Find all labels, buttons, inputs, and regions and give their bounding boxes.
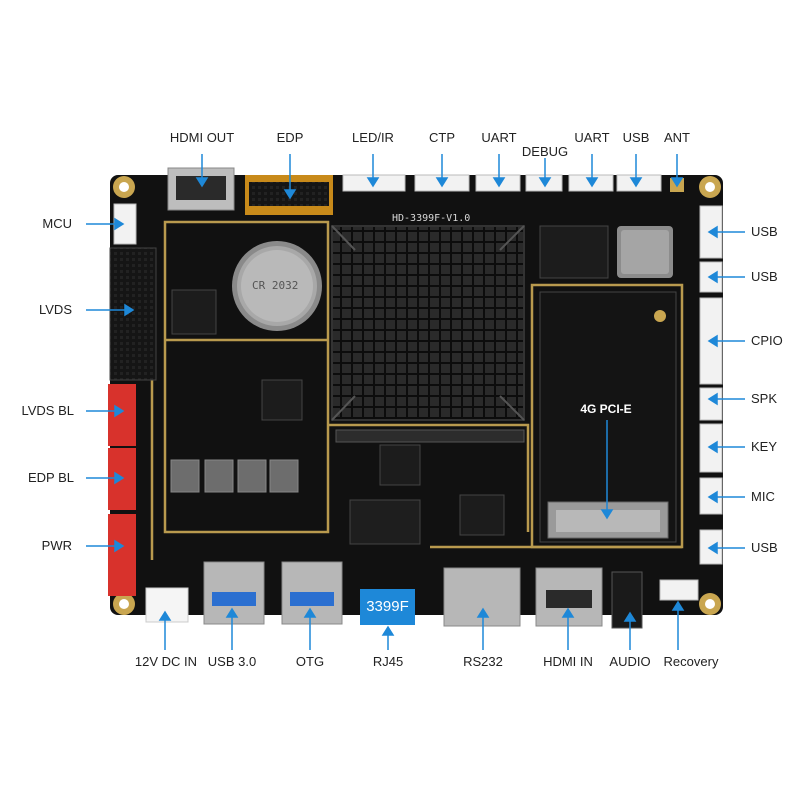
label-usb-3: USB 3.0 — [207, 654, 257, 669]
label-lvds: LVDS — [39, 302, 72, 317]
label-usb-right-3: USB — [751, 540, 778, 555]
heatsink — [331, 225, 525, 421]
label-pwr: PWR — [41, 538, 72, 553]
inductors — [170, 459, 299, 493]
left-connectors — [108, 203, 157, 596]
label-uart-2: UART — [574, 130, 610, 145]
mounting-holes — [113, 176, 721, 615]
chip-badge: 3399F — [360, 589, 415, 625]
label-12v-dc-in: 12V DC IN — [134, 654, 198, 669]
label-spk: SPK — [751, 391, 778, 406]
callout-lines — [86, 154, 745, 650]
label-ctp: CTP — [429, 130, 455, 145]
label-led-ir: LED/IR — [352, 130, 394, 145]
label-rj45: RJ45 — [372, 654, 404, 669]
label-edp-bl: EDP BL — [27, 470, 74, 485]
label-debug: DEBUG — [521, 144, 569, 159]
board-model-silkscreen: HD-3399F-V1.0 — [392, 213, 471, 224]
label-edp: EDP — [276, 130, 304, 145]
label-recovery: Recovery — [663, 654, 719, 669]
battery-label: CR 2032 — [252, 279, 299, 292]
memory-chip — [539, 225, 609, 279]
label-key: KEY — [751, 439, 778, 454]
top-connectors — [167, 167, 684, 215]
gold-traces — [150, 220, 684, 560]
label-uart-1: UART — [481, 130, 517, 145]
coin-battery — [232, 241, 322, 331]
pcie-slot-label: 4G PCI-E — [580, 402, 632, 416]
label-ant: ANT — [664, 130, 690, 145]
label-usb-right-1: USB — [751, 224, 778, 239]
label-mic: MIC — [751, 489, 775, 504]
pcie-slot — [539, 291, 677, 543]
label-rs232: RS232 — [463, 654, 503, 669]
label-otg: OTG — [295, 654, 325, 669]
label-audio: AUDIO — [609, 654, 651, 669]
label-hdmi-in: HDMI IN — [543, 654, 593, 669]
label-lvds-bl: LVDS BL — [21, 403, 74, 418]
label-mcu: MCU — [42, 216, 72, 231]
label-hdmi-out: HDMI OUT — [169, 130, 235, 145]
label-cpio: CPIO — [751, 333, 783, 348]
label-usb-top: USB — [622, 130, 650, 145]
label-usb-right-2: USB — [751, 269, 778, 284]
